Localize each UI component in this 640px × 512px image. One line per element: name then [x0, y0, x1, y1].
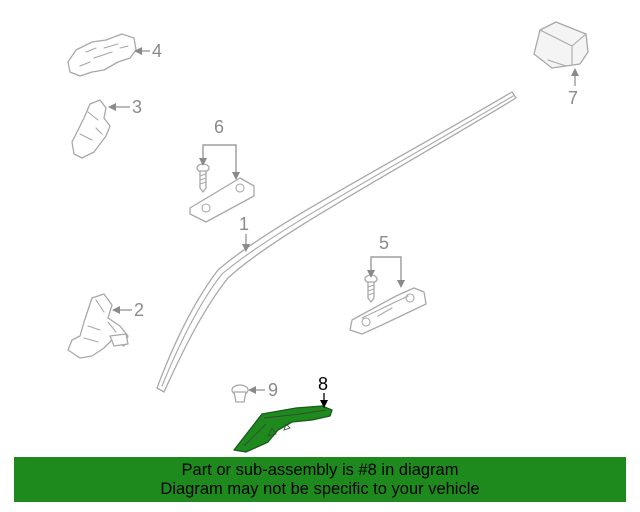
- callout-8: 8: [318, 374, 328, 408]
- callout-7: 7: [568, 68, 579, 108]
- banner-line-2: Diagram may not be specific to your vehi…: [160, 480, 480, 498]
- callout-9: 9: [248, 380, 278, 400]
- part-2-clip[interactable]: [67, 293, 129, 359]
- callout-5-label: 5: [379, 233, 389, 253]
- banner-line-1: Part or sub-assembly is #8 in diagram: [181, 461, 459, 479]
- callout-4: 4: [134, 41, 162, 61]
- part-6-bracket-plate[interactable]: [189, 177, 255, 223]
- callout-6: 6: [199, 117, 240, 180]
- callout-3: 3: [108, 97, 142, 117]
- part-5-screw[interactable]: [364, 274, 378, 303]
- part-6-screw[interactable]: [196, 163, 210, 193]
- info-banner: Part or sub-assembly is #8 in diagram Di…: [14, 457, 626, 502]
- callout-1: 1: [239, 214, 250, 252]
- callout-8-label: 8: [318, 374, 328, 394]
- callout-1-label: 1: [239, 214, 249, 234]
- part-5-bracket[interactable]: [349, 287, 427, 335]
- callout-2-label: 2: [134, 300, 144, 320]
- callout-4-label: 4: [152, 41, 162, 61]
- callout-9-label: 9: [268, 380, 278, 400]
- callout-7-label: 7: [568, 88, 578, 108]
- callout-5: 5: [367, 233, 405, 288]
- callout-3-label: 3: [132, 97, 142, 117]
- callout-6-label: 6: [214, 117, 224, 137]
- part-7-end-cap[interactable]: [533, 21, 589, 69]
- part-1-molding-strip[interactable]: [156, 91, 517, 393]
- part-3-clip[interactable]: [71, 99, 111, 159]
- part-8-trim-highlighted[interactable]: [233, 405, 333, 453]
- callout-2: 2: [112, 300, 144, 320]
- part-9-clip[interactable]: [231, 384, 249, 403]
- part-4-clip[interactable]: [67, 33, 137, 77]
